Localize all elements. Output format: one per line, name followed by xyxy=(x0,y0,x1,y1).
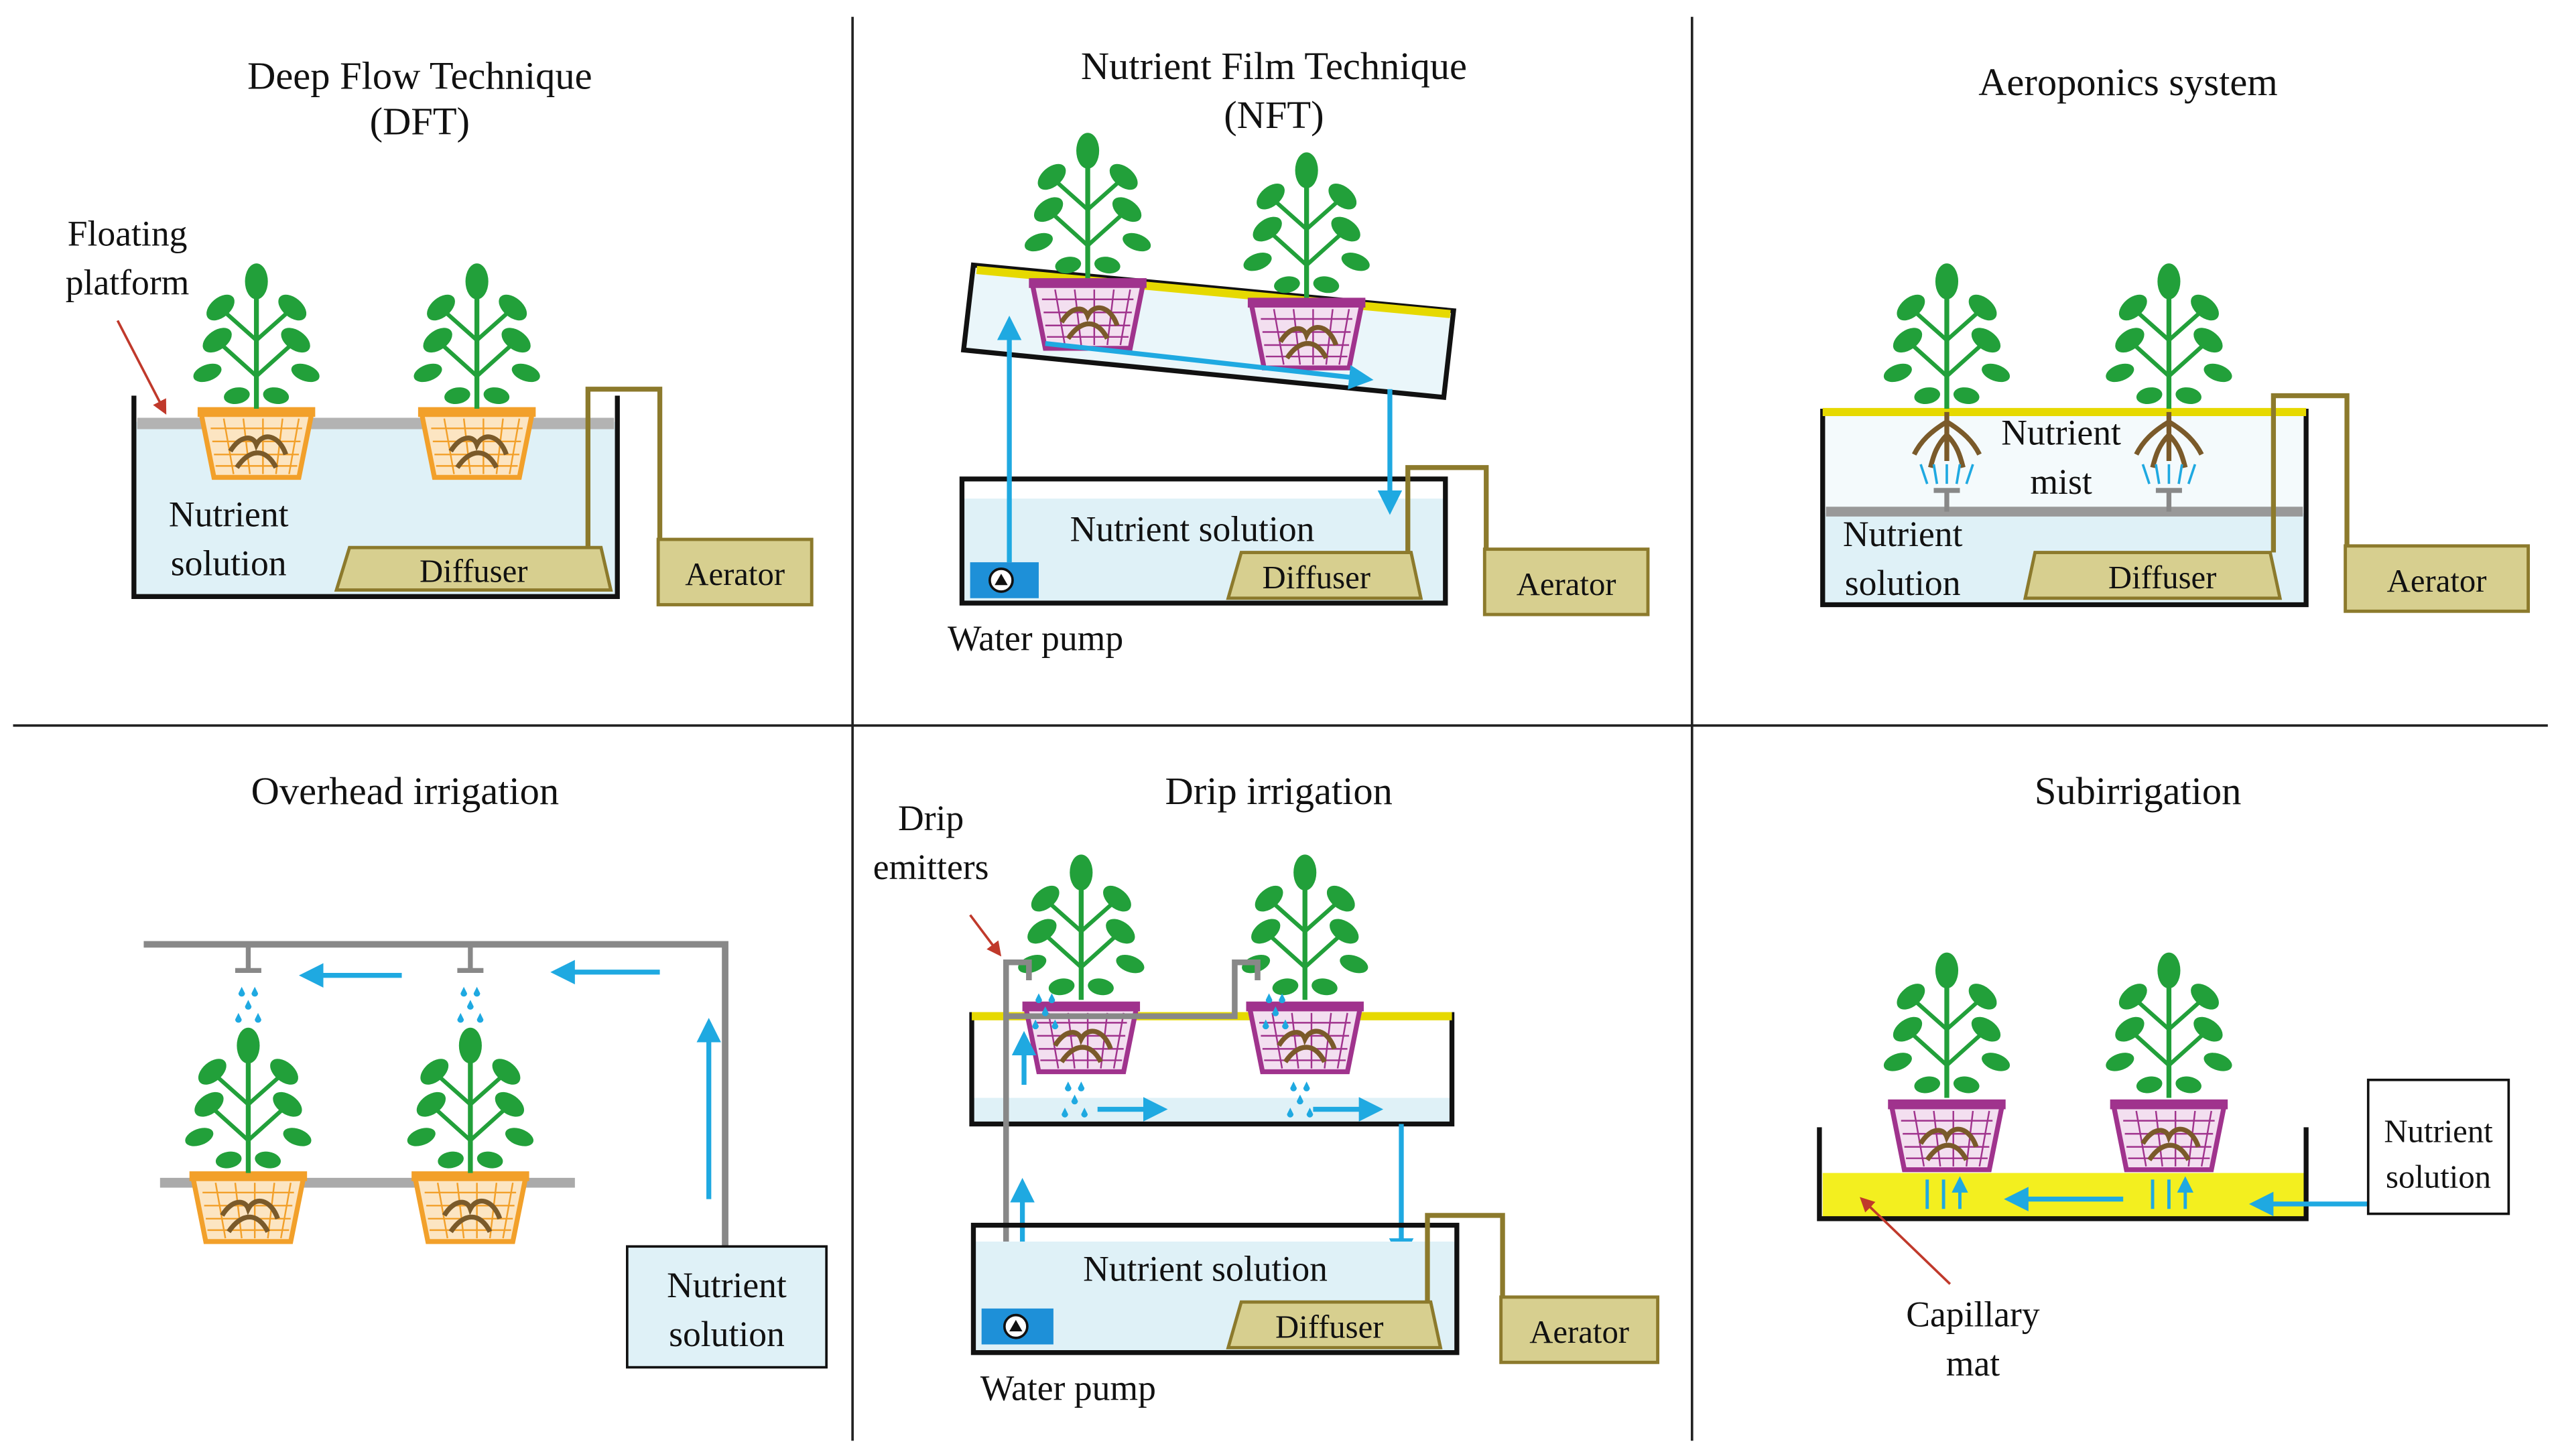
panel-nft: Nutrient Film Technique (NFT) Nutrient s… xyxy=(948,44,1650,659)
drip-emitters-pointer xyxy=(969,914,1002,957)
aero-mist-nozzle-2 xyxy=(2141,464,2197,512)
dft-floating-platform-label-2: platform xyxy=(66,262,190,302)
panel-dft: Deep Flow Technique (DFT) Floating platf… xyxy=(66,54,814,606)
aero-air-tube xyxy=(2271,393,2350,553)
aero-diffuser xyxy=(2023,551,2283,600)
dft-platform-pointer xyxy=(116,320,167,415)
drip-reservoir xyxy=(970,1222,1460,1355)
dft-title-line2: (DFT) xyxy=(370,100,470,143)
sub-nutrient-tank xyxy=(2366,1078,2510,1215)
sub-title: Subirrigation xyxy=(2035,769,2242,813)
dft-nutrient-label-1: Nutrient xyxy=(169,494,289,535)
drip-emitters-label-1: Drip xyxy=(898,798,964,838)
overhead-nutrient-label-1: Nutrient xyxy=(667,1265,787,1305)
dft-diffuser-label: Diffuser xyxy=(420,553,528,589)
nft-air-tube xyxy=(1405,465,1489,553)
nft-channel-cover xyxy=(976,265,1451,318)
aero-nutrient-label-2: solution xyxy=(1845,563,1961,603)
panel-overhead: Overhead irrigation Nutrient solution xyxy=(143,769,828,1369)
overhead-sprinkler-1 xyxy=(235,944,261,1023)
overhead-nutrient-tank xyxy=(626,1245,828,1369)
aero-aerator xyxy=(2344,544,2531,613)
panel-drip: Drip irrigation Drip emitters Nutrient s… xyxy=(873,769,1660,1408)
sub-mat-label-2: mat xyxy=(1946,1343,2000,1384)
drip-aerator-label: Aerator xyxy=(1529,1314,1629,1350)
nft-aerator-label: Aerator xyxy=(1517,566,1616,602)
aero-chamber-top xyxy=(1822,411,2307,514)
nft-nutrient-label: Nutrient solution xyxy=(1070,509,1315,549)
drip-aerator xyxy=(1499,1295,1660,1364)
drip-air-tube xyxy=(1425,1213,1505,1303)
aero-mist-label-2: mist xyxy=(2030,462,2092,502)
nft-title-line2: (NFT) xyxy=(1224,93,1324,137)
sub-mat-pointer xyxy=(1860,1197,1952,1285)
sub-wicking-arrows-2 xyxy=(2151,1179,2185,1209)
dft-air-tube xyxy=(585,387,663,548)
aero-tank xyxy=(1820,409,2309,608)
nft-aerator xyxy=(1482,547,1650,616)
dft-tank xyxy=(131,395,620,599)
sub-wicking-arrows-1 xyxy=(1925,1179,1960,1209)
sub-nutrient-label-2: solution xyxy=(2386,1159,2491,1195)
nft-title-line1: Nutrient Film Technique xyxy=(1081,44,1467,88)
sub-nutrient-label-1: Nutrient xyxy=(2384,1113,2493,1149)
drip-pump-symbol-arrow xyxy=(1009,1319,1023,1331)
aero-title: Aeroponics system xyxy=(1978,60,2278,104)
panel-subirrigation: Subirrigation Nutrient solution Capillar… xyxy=(1817,769,2510,1384)
overhead-pipe xyxy=(143,941,728,1248)
aero-aerator-label: Aerator xyxy=(2387,563,2487,599)
sub-capillary-mat xyxy=(1822,1173,2307,1217)
dft-aerator-label: Aerator xyxy=(685,556,785,592)
drip-diffuser xyxy=(1226,1300,1443,1349)
dft-diffuser xyxy=(334,545,613,592)
dft-title-line1: Deep Flow Technique xyxy=(247,54,592,97)
dft-aerator xyxy=(656,537,814,606)
dft-nutrient-label-2: solution xyxy=(171,543,287,584)
panel-aeroponics: Aeroponics system Nutrient mist Nutrient… xyxy=(1820,60,2531,613)
drip-water-pump-label: Water pump xyxy=(980,1368,1156,1408)
drip-tray-water xyxy=(972,1098,1452,1124)
drip-nutrient-label: Nutrient solution xyxy=(1083,1248,1328,1288)
nft-diffuser xyxy=(1226,551,1423,600)
overhead-sprinkler-2 xyxy=(457,944,484,1023)
drip-diffuser-label: Diffuser xyxy=(1275,1309,1384,1345)
drip-supply-line xyxy=(1003,959,1261,1317)
overhead-title: Overhead irrigation xyxy=(251,769,559,813)
nft-diffuser-label: Diffuser xyxy=(1263,559,1371,596)
aero-diffuser-label: Diffuser xyxy=(2108,559,2217,596)
aero-mist-label-1: Nutrient xyxy=(2001,413,2121,453)
sub-mat-label-1: Capillary xyxy=(1906,1295,2040,1335)
nft-reservoir xyxy=(959,476,1448,606)
drip-emitters-label-2: emitters xyxy=(873,847,989,887)
overhead-nutrient-label-2: solution xyxy=(669,1314,785,1354)
nft-film-flow-arrow xyxy=(1045,340,1374,390)
aero-nutrient-label-1: Nutrient xyxy=(1843,514,1963,554)
nft-pump-symbol-arrow xyxy=(995,574,1008,586)
drip-title: Drip irrigation xyxy=(1165,769,1393,813)
dft-floating-platform-label-1: Floating xyxy=(68,213,188,253)
nft-water-pump-label: Water pump xyxy=(948,618,1123,659)
aero-mist-nozzle-1 xyxy=(1919,464,1974,512)
sub-tray xyxy=(1817,1127,2309,1221)
